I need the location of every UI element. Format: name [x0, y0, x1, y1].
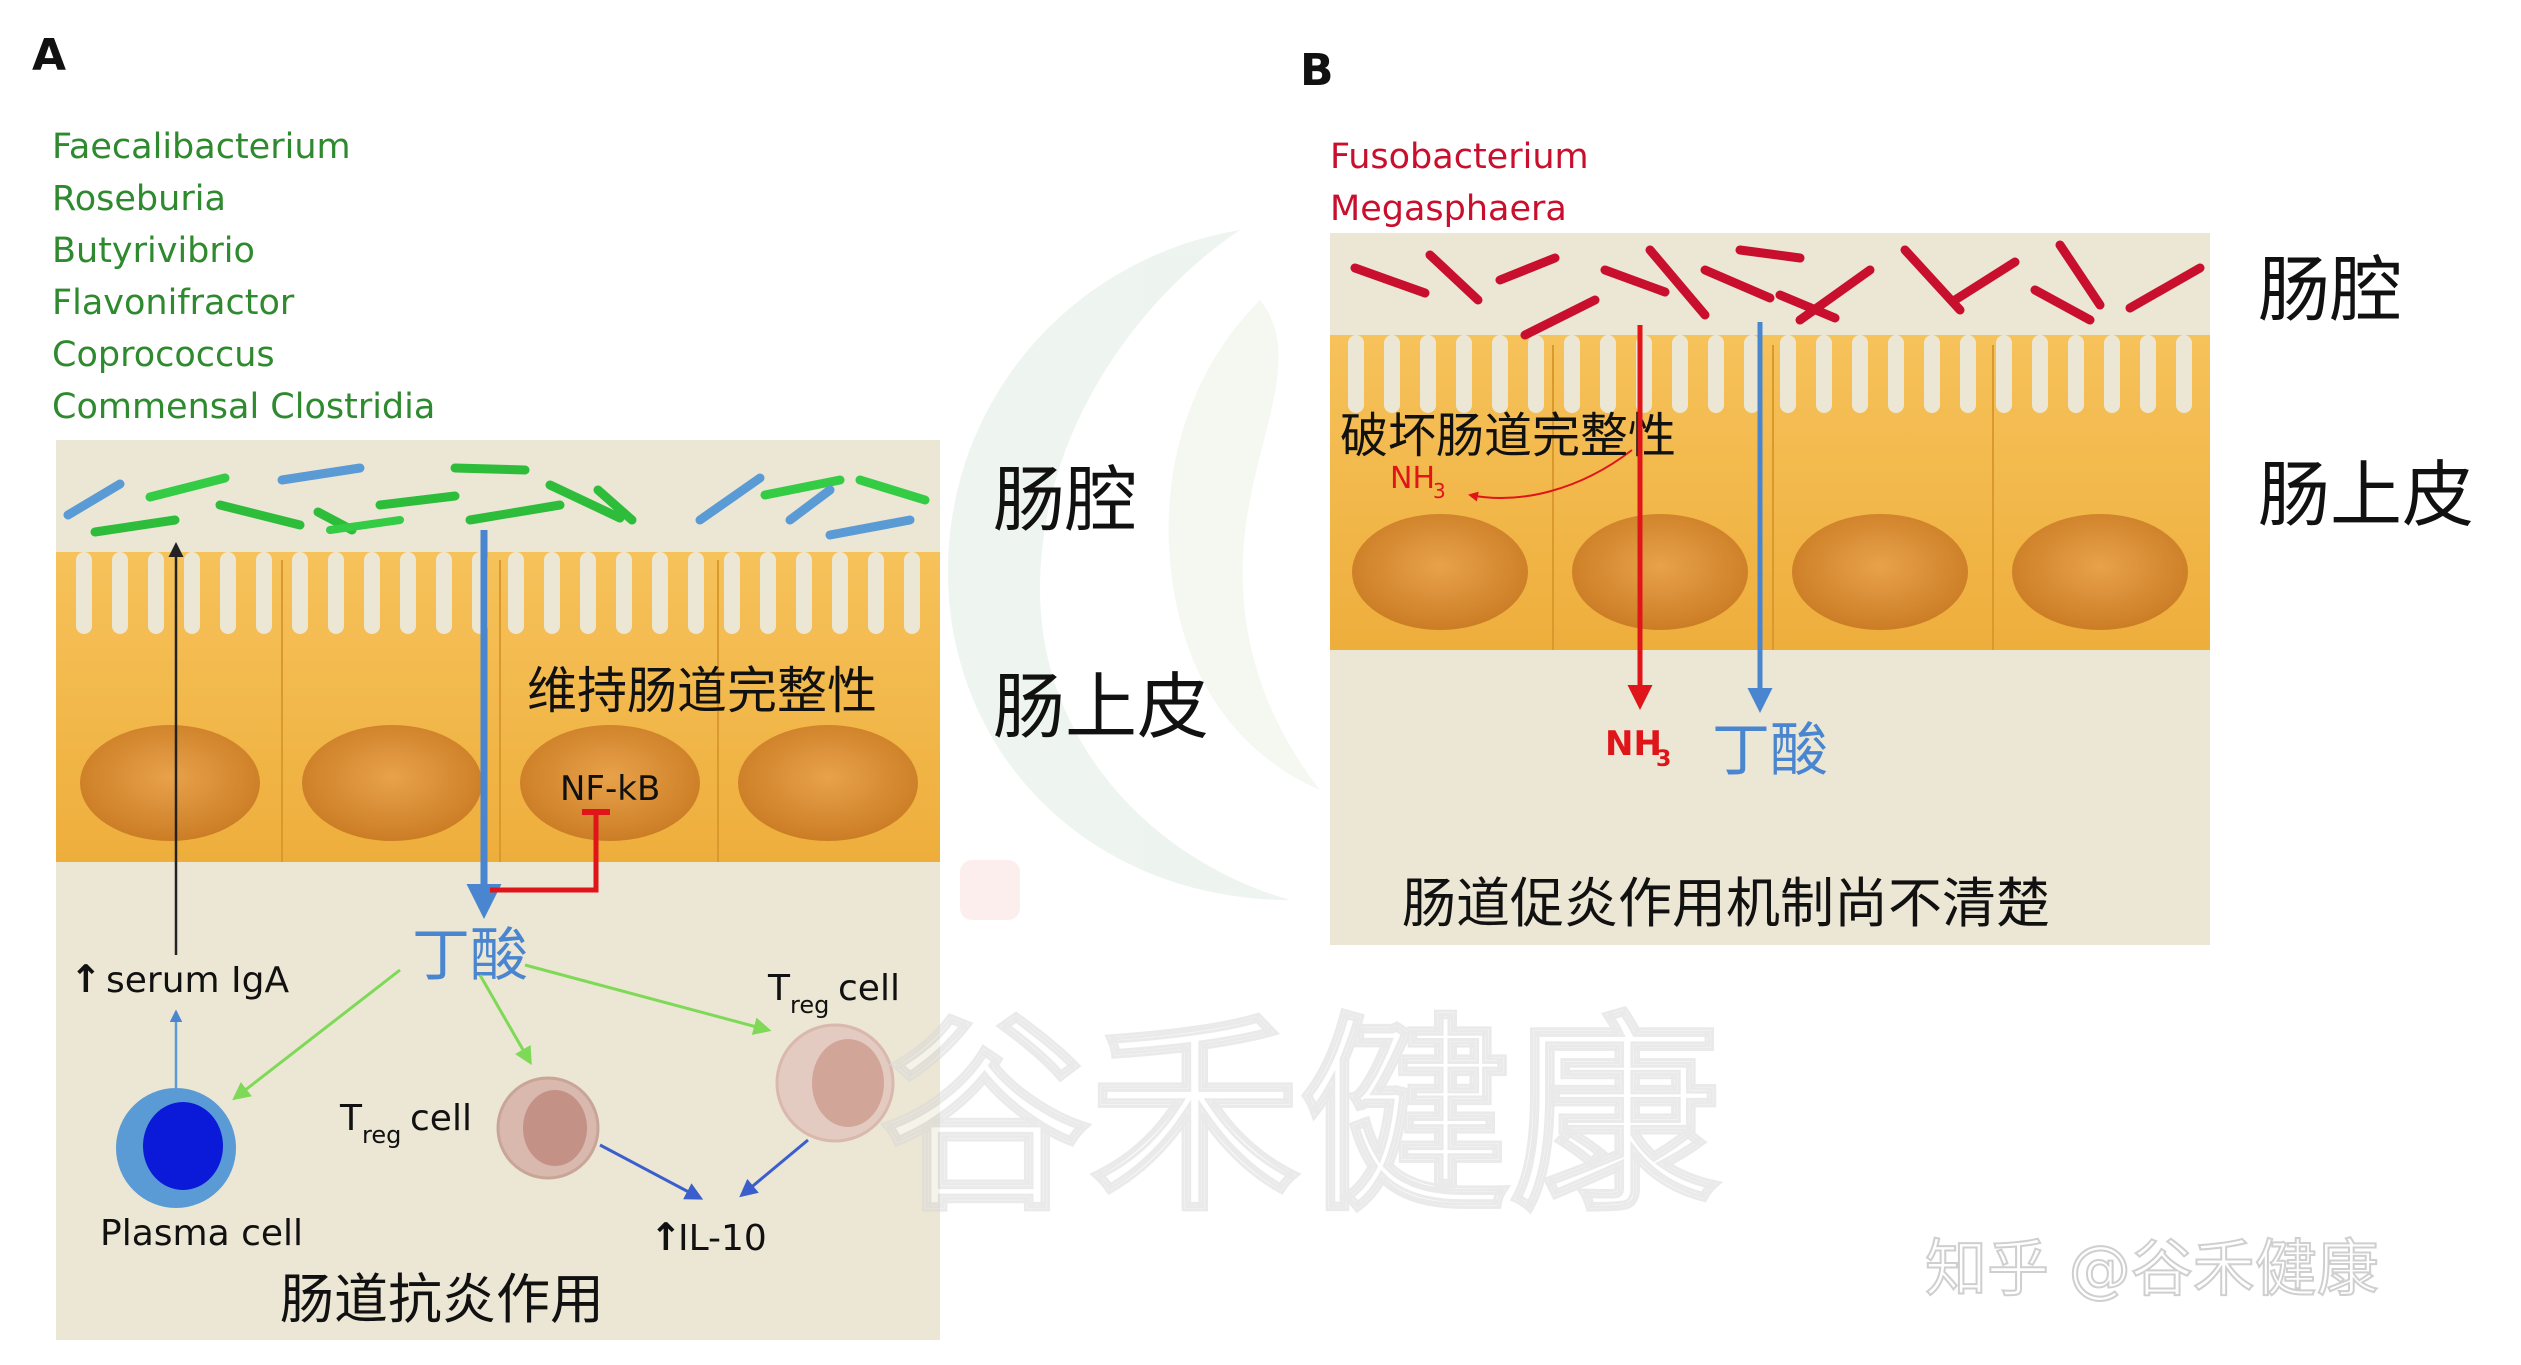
lumen-label: 肠腔 [2258, 248, 2402, 332]
cell-nucleus [1792, 514, 1968, 630]
svg-text:3: 3 [1433, 479, 1446, 503]
up-arrow: ↑ [650, 1215, 682, 1259]
epithelium-label: 肠上皮 [2258, 453, 2474, 537]
treg-cell [496, 1076, 600, 1180]
beneficial-bacteria-list: Faecalibacterium Roseburia Butyrivibrio … [52, 127, 435, 427]
panel-b-caption: 肠道促炎作用机制尚不清楚 [1402, 872, 2050, 935]
brand-watermark: 谷禾健康 [880, 995, 1720, 1240]
cell-nucleus [520, 725, 700, 841]
green-arrow [524, 963, 772, 1035]
butyrate-label: 丁酸 [1712, 716, 1828, 784]
bacteria-rods [63, 463, 930, 540]
svg-text:NH: NH [1605, 724, 1662, 764]
butyrate-label: 丁酸 [412, 921, 528, 989]
nh3-small-label: NH 3 [1390, 461, 1446, 503]
lumen-label: 肠腔 [993, 458, 1137, 542]
green-arrow [232, 968, 401, 1101]
svg-text:T: T [339, 1098, 363, 1139]
damage-label: 破坏肠道完整性 [1340, 408, 1676, 464]
nfkb-label: NF-kB [560, 769, 660, 809]
nh3-curved-arrow [1468, 449, 1633, 502]
treg-cell-label: T reg cell [767, 968, 900, 1019]
bacteria-name: Butyrivibrio [52, 231, 255, 271]
search-icon [960, 860, 1020, 920]
il10-label: IL-10 [678, 1218, 767, 1259]
bacteria-name: Megasphaera [1330, 189, 1567, 229]
epithelium-layer [1330, 335, 2210, 650]
bacteria-name: Coprococcus [52, 335, 275, 375]
bacteria-name: Flavonifractor [52, 283, 295, 323]
cell-nucleus [2012, 514, 2188, 630]
panel-a: A Faecalibacterium Roseburia Butyrivibri… [32, 30, 1209, 1340]
cell-nucleus [302, 725, 482, 841]
cell-nucleus [80, 725, 260, 841]
treg-cell-label: T reg cell [339, 1098, 472, 1149]
plasma-cell-label: Plasma cell [100, 1213, 303, 1254]
green-arrow [478, 974, 532, 1066]
bacteria-name: Faecalibacterium [52, 127, 351, 167]
harmful-bacteria-list: Fusobacterium Megasphaera [1330, 137, 1589, 229]
cell-nucleus [738, 725, 918, 841]
svg-text:T: T [767, 968, 791, 1009]
svg-text:cell: cell [410, 1098, 472, 1139]
il10-arrow [739, 1138, 809, 1198]
panel-b-letter: B [1300, 45, 1334, 96]
zhihu-watermark: 知乎 @谷禾健康 [1924, 1231, 2380, 1306]
epithelium-label: 肠上皮 [993, 665, 1209, 749]
nh3-label: NH 3 [1605, 724, 1671, 772]
bacteria-rods [1350, 240, 2205, 340]
watermark-logo [947, 230, 1320, 900]
panel-a-caption: 肠道抗炎作用 [280, 1268, 604, 1331]
bacteria-name: Fusobacterium [1330, 137, 1589, 177]
integrity-label: 维持肠道完整性 [527, 662, 877, 720]
svg-text:知乎 @谷禾健康: 知乎 @谷禾健康 [1925, 1232, 2379, 1305]
svg-text:cell: cell [838, 968, 900, 1009]
plasma-cell [116, 1088, 236, 1208]
up-arrow: ↑ [70, 957, 102, 1001]
serum-iga-label: serum IgA [106, 960, 290, 1001]
cell-nucleus [1572, 514, 1748, 630]
panel-b: B Fusobacterium Megasphaera [1300, 45, 2474, 945]
svg-text:3: 3 [1656, 747, 1671, 772]
bacteria-name: Roseburia [52, 179, 226, 219]
svg-text:reg: reg [790, 991, 829, 1019]
panel-a-letter: A [32, 30, 66, 81]
epithelium-layer [56, 552, 940, 862]
treg-cell [775, 1023, 895, 1143]
il10-arrow [599, 1143, 704, 1200]
cell-nucleus [1352, 514, 1528, 630]
svg-text:reg: reg [362, 1121, 401, 1149]
bacteria-name: Commensal Clostridia [52, 387, 435, 427]
svg-text:NH: NH [1390, 461, 1435, 496]
nfkb-inhibition-line [490, 812, 599, 893]
